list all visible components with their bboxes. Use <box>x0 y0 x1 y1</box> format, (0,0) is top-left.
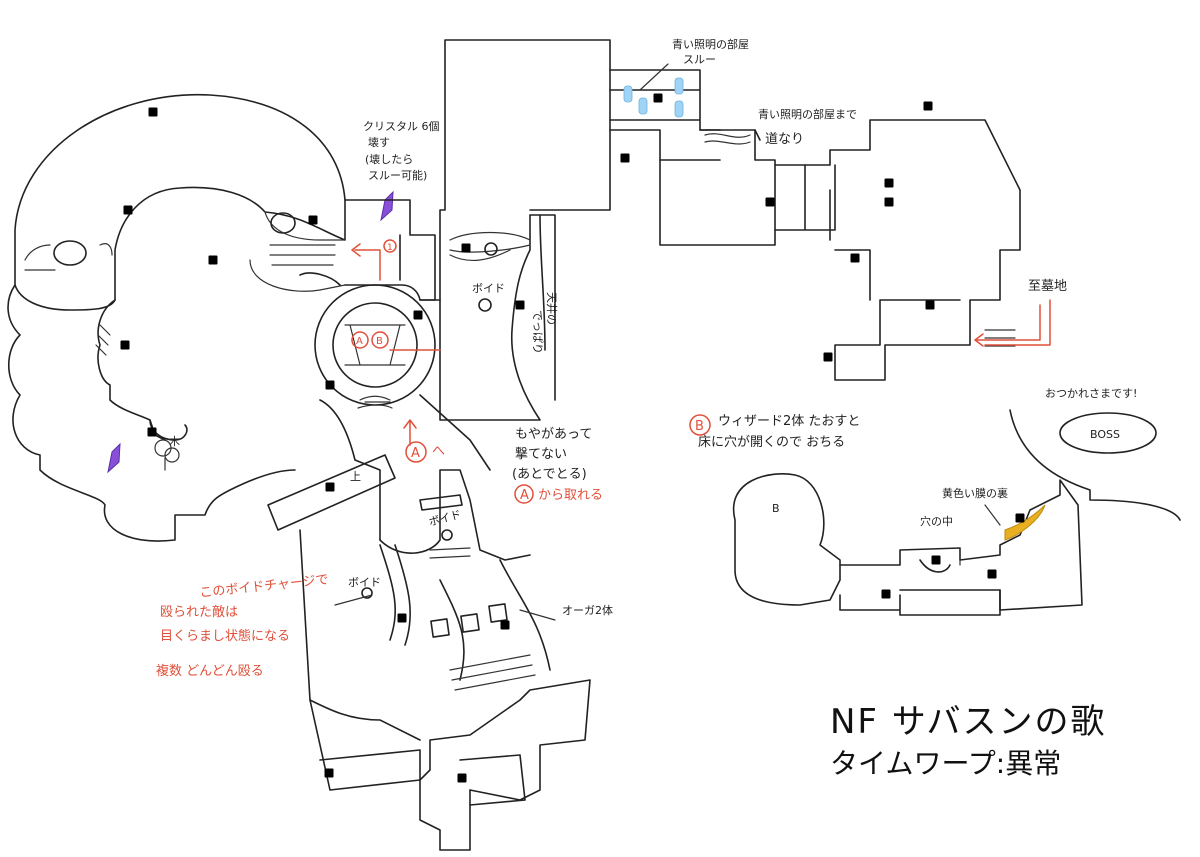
label-through: スルー <box>683 53 716 66</box>
label-to-graveyard: 至墓地 <box>1028 279 1067 294</box>
label-a-arrow-a: A <box>411 446 420 461</box>
label-b-note-letter: B <box>695 419 704 434</box>
label-ceiling-1: 天井の <box>545 292 559 325</box>
label-ogre: オーガ2体 <box>562 603 613 617</box>
label-void-note-4: 複数 どんどん殴る <box>156 663 264 679</box>
label-void-3: ボイド <box>348 576 381 589</box>
blue-light-icons <box>623 77 684 118</box>
lower-corridor <box>267 454 591 851</box>
map-title-block: NF サバスンの歌 タイムワープ:異常 <box>830 700 1130 784</box>
label-ceiling-2: でっぱり <box>531 310 544 354</box>
map-subtitle: タイムワープ:異常 <box>830 747 1062 780</box>
label-room-a: A <box>356 336 363 347</box>
label-mist-a: A <box>520 488 529 503</box>
label-a-arrow-text: へ <box>432 444 445 459</box>
label-void-note-3: 目くらまし状態になる <box>160 628 290 644</box>
label-crystal-2: 壊す <box>368 136 390 149</box>
label-follow-road: 青い照明の部屋まで <box>758 107 857 121</box>
left-arch-region <box>7 93 346 542</box>
label-boss: BOSS <box>1090 428 1120 441</box>
label-thanks: おつかれさまです! <box>1045 387 1137 400</box>
upper-right-rooms <box>609 69 1021 381</box>
label-void-note-1: このボイドチャージで <box>199 573 329 601</box>
label-tree: 木 <box>169 435 180 448</box>
label-crystal-1: クリスタル 6個 <box>363 120 440 133</box>
map-labels: 青い照明の部屋 スルー 青い照明の部屋まで 道なり クリスタル 6個 壊す (壊… <box>156 37 1137 679</box>
route-annotations <box>351 239 1051 504</box>
label-membrane: 黄色い膜の裏 <box>942 486 1008 500</box>
label-in-hole: 穴の中 <box>920 514 953 528</box>
crystal-icon <box>107 190 394 474</box>
boss-area <box>732 409 1181 616</box>
label-follow-road2: 道なり <box>765 132 804 147</box>
label-void-2: ボイド <box>427 508 462 529</box>
label-mist-4: から取れる <box>538 488 603 503</box>
label-b-note-2: 床に穴が開くので おちる <box>698 435 845 450</box>
map-title: NF サバスンの歌 <box>830 702 1107 742</box>
label-blue-room: 青い照明の部屋 <box>672 37 749 51</box>
label-b-note-1: ウィザード2体 たおすと <box>718 414 860 429</box>
label-crystal-4: スルー可能) <box>368 168 427 182</box>
label-mist-1: もやがあって <box>515 427 592 442</box>
label-mist-2: 撃てない <box>515 446 567 462</box>
label-room-b: B <box>376 336 383 347</box>
central-corridor <box>314 39 611 541</box>
label-crystal-3: (壊したら <box>365 153 413 166</box>
label-mist-3: (あとでとる) <box>512 467 587 482</box>
label-num-1: 1 <box>387 243 393 253</box>
label-void-note-2: 殴られた敵は <box>160 604 238 620</box>
label-b-area: B <box>772 502 780 515</box>
label-void-1: ボイド <box>472 282 505 295</box>
label-up: 上 <box>350 470 361 483</box>
